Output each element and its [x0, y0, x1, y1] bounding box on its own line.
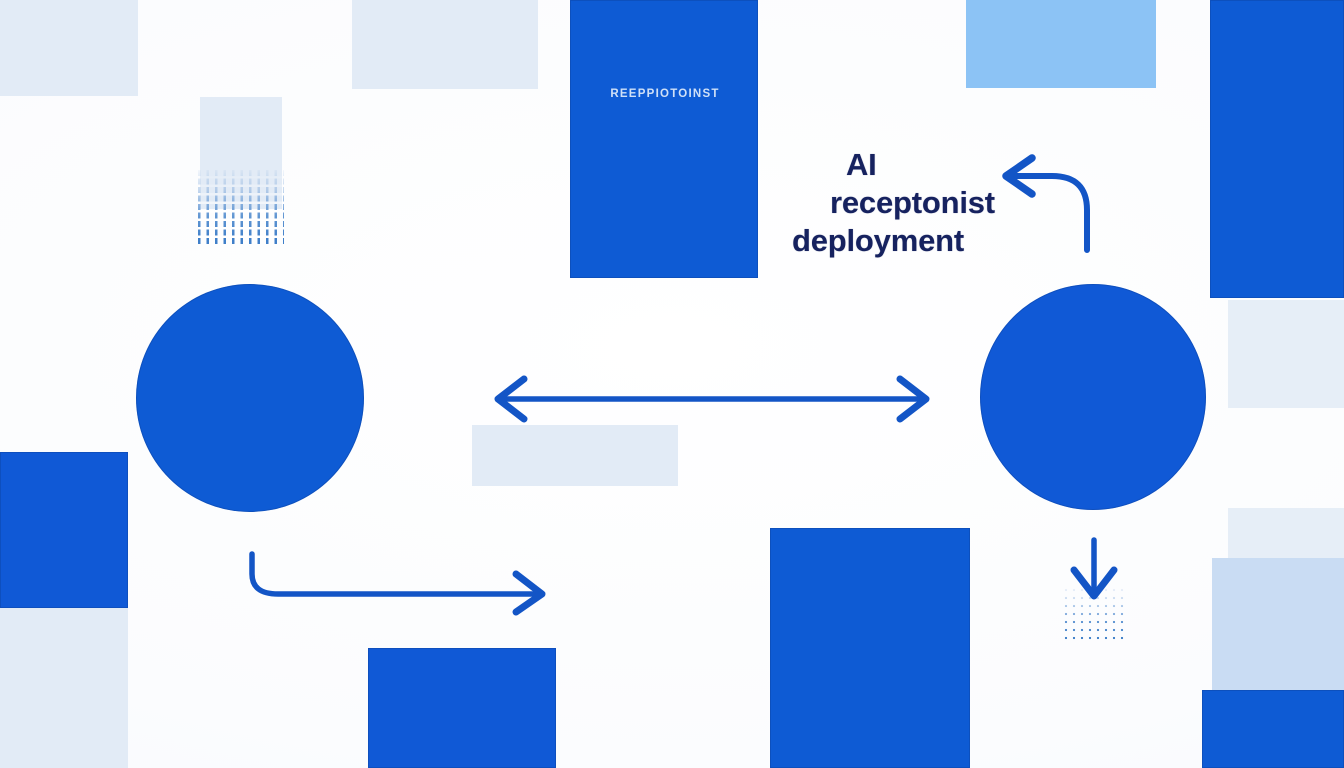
pale-rect-right-upper	[1228, 300, 1344, 408]
headline: AI receptonist deployment	[792, 146, 1022, 260]
blue-rect-right-edge	[1210, 0, 1344, 298]
dot-grid-below-down-arrow	[1062, 586, 1124, 644]
soft-blue-rect-right	[1212, 558, 1344, 692]
pale-rect-top-left-corner	[0, 0, 138, 96]
headline-line-2: receptonist	[830, 185, 995, 221]
blue-rect-left-edge	[0, 452, 128, 608]
left-circle	[136, 284, 364, 512]
blue-rect-bottom-left	[368, 648, 556, 768]
headline-line-3: deployment	[792, 223, 964, 259]
pale-rect-center	[472, 425, 678, 486]
blue-rect-top-center	[570, 0, 758, 278]
blue-rect-bottom-center	[770, 528, 970, 768]
mid-blue-rect-top-right	[966, 0, 1156, 88]
headline-line-1: AI	[846, 147, 877, 182]
pale-rect-top-mid	[352, 0, 538, 89]
pale-rect-left-lower	[0, 606, 128, 768]
blue-rect-bottom-right	[1202, 690, 1344, 768]
poster-caption: REEPPIOTOINST	[610, 88, 720, 100]
right-circle	[980, 284, 1206, 510]
pale-rect-right-lower	[1228, 508, 1344, 560]
dot-grid-upper-left	[198, 170, 284, 244]
